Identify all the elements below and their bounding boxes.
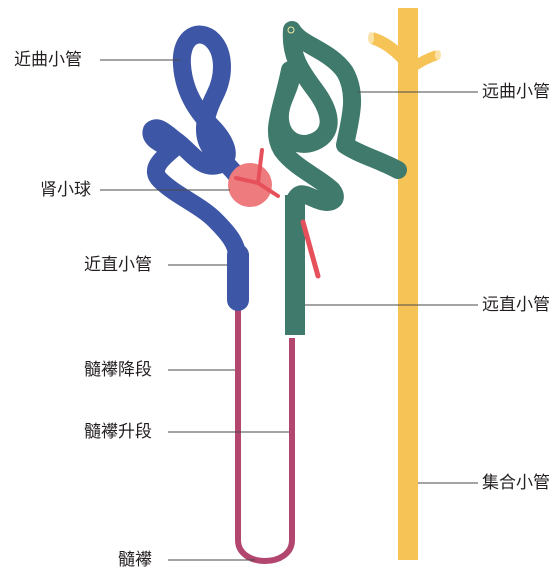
label-distal-straight: 远直小管 — [482, 295, 550, 315]
label-glomerulus: 肾小球 — [40, 180, 91, 200]
loop-of-henle — [238, 300, 292, 561]
label-descending-limb: 髓襻降段 — [84, 360, 152, 380]
label-ascending-limb: 髓襻升段 — [84, 422, 152, 442]
collecting-duct-branch-end — [435, 50, 441, 60]
label-proximal-convoluted: 近曲小管 — [14, 50, 82, 70]
label-proximal-straight: 近直小管 — [84, 255, 152, 275]
glomerulus — [228, 163, 272, 207]
label-loop: 髓襻 — [118, 550, 152, 570]
collecting-duct-branch-end — [368, 32, 374, 44]
label-collecting-duct: 集合小管 — [482, 473, 550, 493]
peritubular-capillary — [303, 222, 318, 276]
label-distal-convoluted: 远曲小管 — [482, 82, 550, 102]
collecting-duct — [368, 8, 441, 560]
distal-convoluted-tubule — [277, 30, 398, 202]
proximal-convoluted-tubule — [151, 34, 245, 262]
